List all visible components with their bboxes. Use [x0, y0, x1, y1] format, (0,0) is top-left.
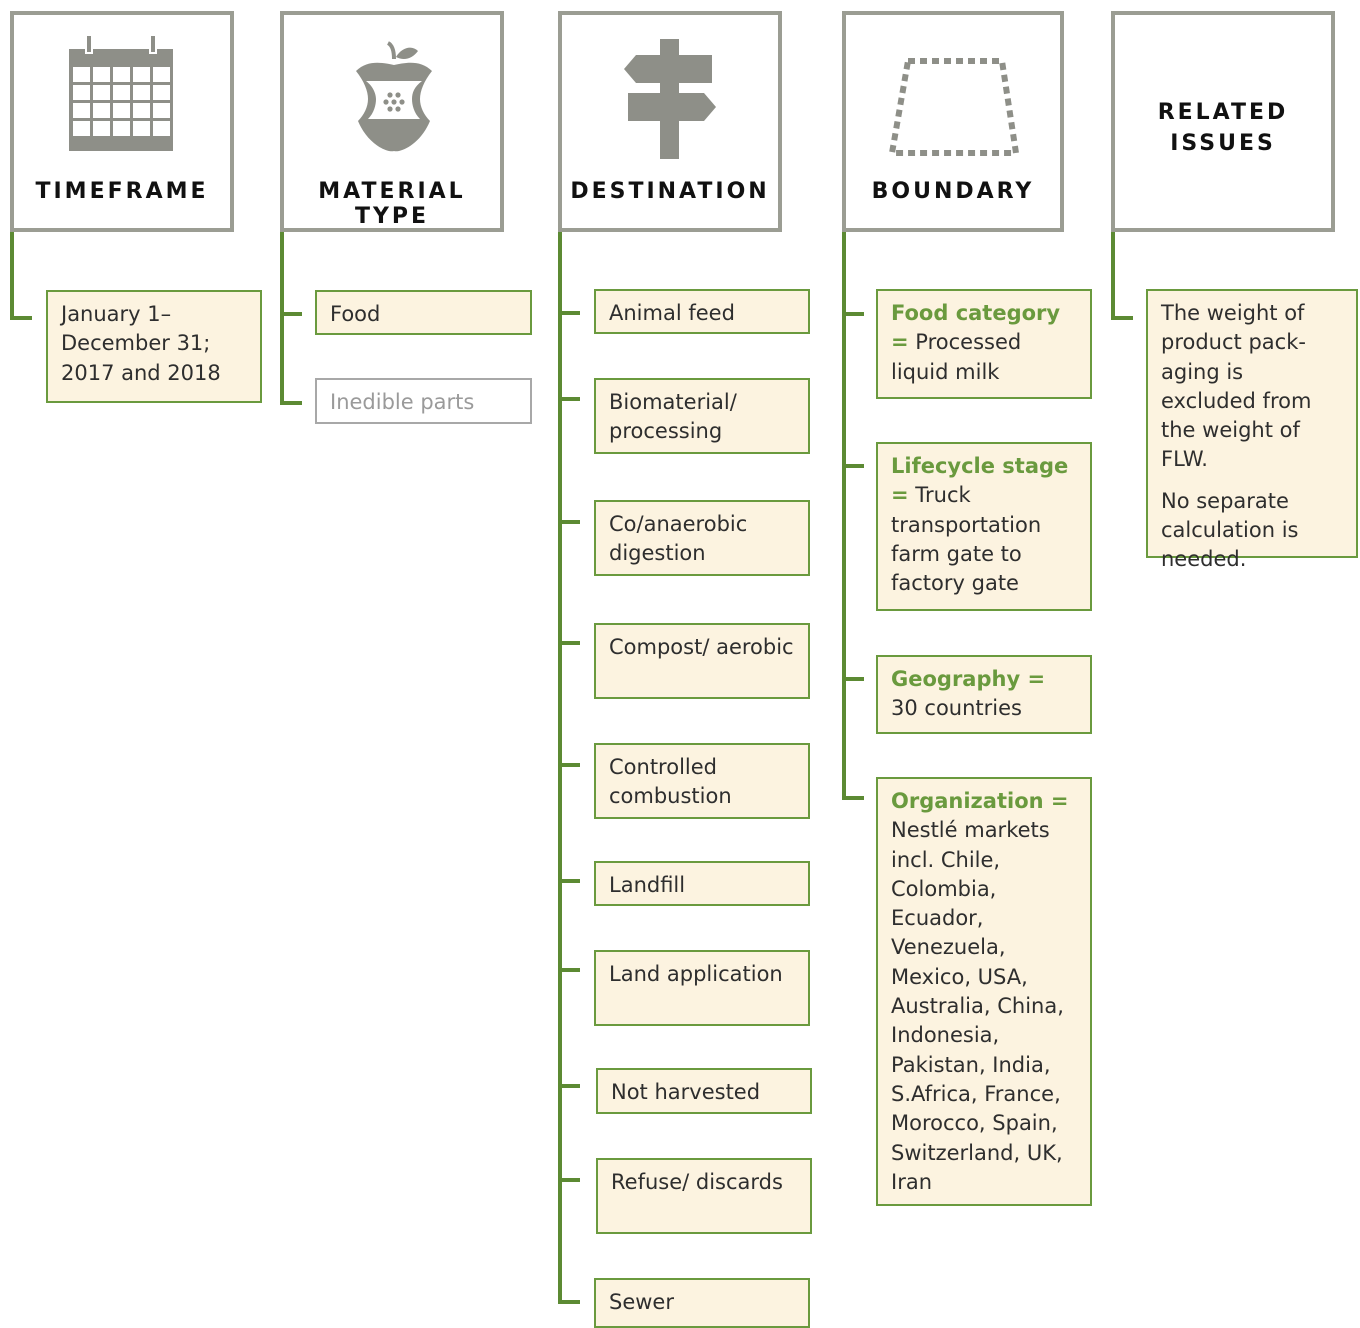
boundary-value-lifecycle: Truck transportation farm gate to factor… — [891, 483, 1042, 596]
destination-branch-6 — [558, 879, 580, 883]
related-issues-branch — [1111, 316, 1133, 320]
destination-item-refuse: Refuse/ discards — [596, 1158, 812, 1234]
destination-branch-9 — [558, 1178, 580, 1182]
related-issues-text-2: No separate calculation is needed. — [1161, 488, 1299, 572]
boundary-key-geography: Geography = — [891, 667, 1046, 691]
material-type-item-food: Food — [315, 290, 532, 335]
material-type-branch-inedible — [280, 401, 302, 405]
boundary-value-geography: 30 countries — [891, 696, 1022, 721]
destination-branch-1 — [558, 311, 580, 315]
material-type-item-inedible: Inedible parts — [315, 378, 532, 424]
destination-item-animal-feed: Animal feed — [594, 289, 810, 334]
boundary-key-food-category: Food category = — [891, 301, 1061, 355]
destination-branch-4 — [558, 641, 580, 645]
related-issues-text-1: The weight of product pack-aging is excl… — [1161, 301, 1312, 472]
related-issues-connector — [1111, 232, 1115, 320]
destination-item-landfill: Landfill — [594, 861, 810, 906]
boundary-header: BOUNDARY — [842, 11, 1064, 232]
destination-branch-8 — [558, 1084, 580, 1088]
boundary-branch-3 — [842, 677, 864, 681]
boundary-value-organization: Nestlé markets incl. Chile, Colombia, Ec… — [891, 818, 1064, 1194]
dotted-boundary-icon — [888, 58, 1020, 156]
destination-branch-2 — [558, 397, 580, 401]
timeframe-connector — [10, 232, 14, 320]
destination-branch-7 — [558, 968, 580, 972]
destination-item-biomaterial: Biomaterial/ processing — [594, 378, 810, 454]
timeframe-header: TIMEFRAME — [10, 11, 234, 232]
boundary-item-food-category: Food category = Processed liquid milk — [876, 289, 1092, 399]
boundary-item-lifecycle: Lifecycle stage = Truck transportation f… — [876, 442, 1092, 611]
destination-item-anaerobic: Co/anaerobic digestion — [594, 500, 810, 576]
material-type-title: MATERIAL TYPE — [318, 179, 466, 229]
boundary-branch-4 — [842, 796, 864, 800]
destination-item-combustion: Controlled combustion — [594, 743, 810, 819]
boundary-value-food-category: Processed liquid milk — [891, 330, 1022, 384]
destination-item-sewer: Sewer — [594, 1278, 810, 1328]
boundary-branch-2 — [842, 464, 864, 468]
material-type-header: MATERIAL TYPE — [280, 11, 504, 232]
destination-title: DESTINATION — [570, 179, 770, 204]
boundary-title: BOUNDARY — [871, 179, 1035, 204]
related-issues-item: The weight of product pack-aging is excl… — [1146, 289, 1358, 571]
boundary-branch-1 — [842, 312, 864, 316]
material-type-connector — [280, 232, 284, 405]
destination-item-not-harvested: Not harvested — [596, 1068, 812, 1114]
timeframe-item: January 1–December 31; 2017 and 2018 — [46, 290, 262, 403]
boundary-item-geography: Geography = 30 countries — [876, 655, 1092, 734]
material-type-branch-food — [280, 312, 302, 316]
apple-core-icon — [356, 41, 432, 152]
signpost-icon — [624, 39, 716, 159]
related-issues-title: RELATED ISSUES — [1157, 100, 1289, 156]
related-issues-header: RELATED ISSUES — [1111, 11, 1335, 232]
boundary-key-lifecycle: Lifecycle stage = — [891, 454, 1069, 508]
boundary-connector — [842, 232, 846, 800]
destination-branch-3 — [558, 520, 580, 524]
boundary-key-organization: Organization = — [891, 789, 1069, 813]
destination-header: DESTINATION — [558, 11, 782, 232]
destination-item-land-application: Land application — [594, 950, 810, 1026]
destination-item-compost: Compost/ aerobic — [594, 623, 810, 699]
boundary-item-organization: Organization = Nestlé markets incl. Chil… — [876, 777, 1092, 1206]
destination-branch-10 — [558, 1300, 580, 1304]
timeframe-title: TIMEFRAME — [35, 179, 209, 204]
destination-connector — [558, 232, 562, 1304]
calendar-icon — [69, 35, 173, 151]
destination-branch-5 — [558, 763, 580, 767]
timeframe-branch — [10, 316, 32, 320]
